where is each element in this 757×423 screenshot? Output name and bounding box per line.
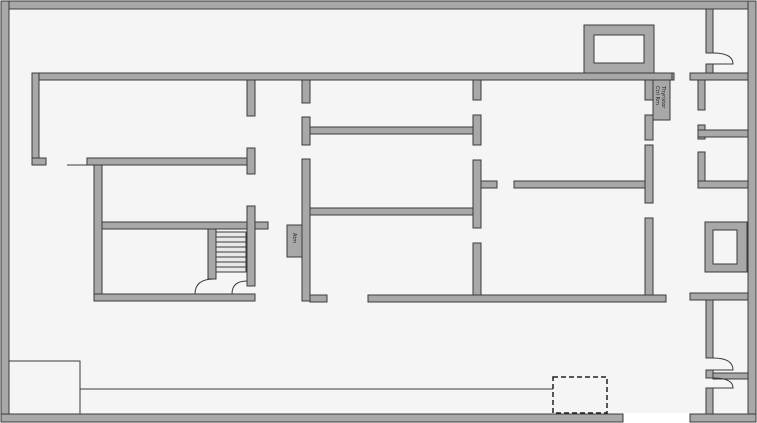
stairs [215, 231, 247, 273]
west-block-doors [194, 278, 248, 295]
west-center-partition: Atm [286, 79, 474, 303]
right-wing-walls [689, 8, 749, 415]
southwest-area [8, 360, 608, 415]
right-wing-doors [712, 52, 734, 389]
thyristor-label: ThyristorCtrl Rm [654, 85, 666, 109]
top-equipment-box [583, 24, 655, 74]
dashed-equipment-outline [552, 376, 608, 414]
south-corridor-wall [367, 294, 667, 303]
east-partition: ThyristorCtrl Rm [644, 79, 671, 299]
corridor-wall [31, 72, 675, 166]
west-block [67, 79, 269, 302]
atm-label: Atm [291, 233, 297, 243]
